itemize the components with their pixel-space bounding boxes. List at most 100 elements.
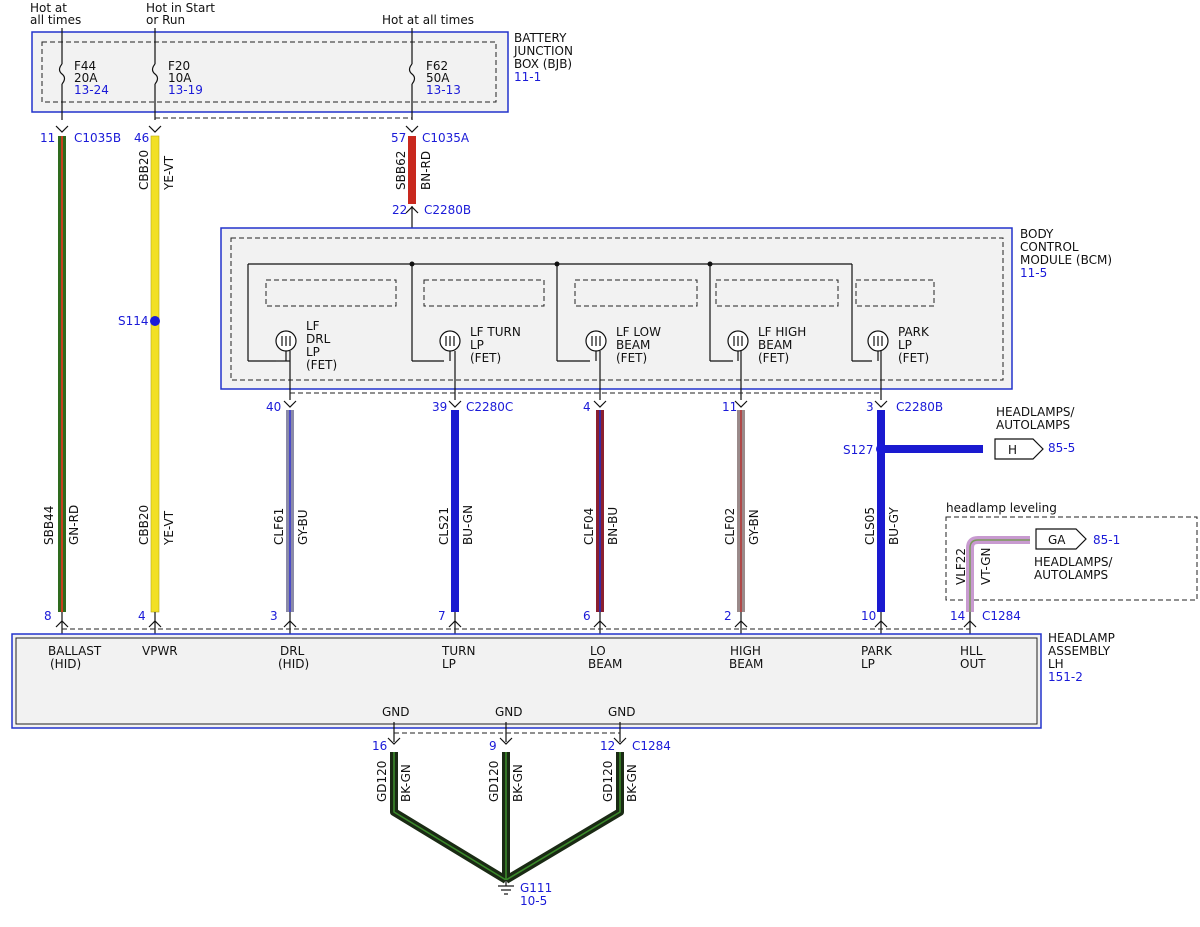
hl-pin-hll-2: OUT	[960, 657, 986, 671]
fuse-f44-name: F44	[74, 59, 96, 73]
wire-clf61-circuit: CLF61	[272, 508, 286, 545]
bjb-title: BATTERY JUNCTION BOX (BJB) 11-1	[513, 31, 573, 84]
fet-park: PARK LP (FET)	[851, 264, 935, 400]
wire-cls21-color: BU-GN	[461, 505, 475, 545]
connector-arrow	[405, 125, 419, 133]
gd120-circuit-1: GD120	[375, 761, 389, 802]
fet-lf-high-l1: LF HIGH	[758, 325, 806, 339]
headlamp-title-2: ASSEMBLY	[1048, 644, 1111, 658]
hl-pin-ballast-1: BALLAST	[48, 644, 102, 658]
autolamps-h-title-2: AUTOLAMPS	[996, 418, 1070, 432]
conn-c2280c: C2280C	[466, 400, 513, 414]
label-hot-all-times-1: Hot at	[30, 1, 67, 15]
fet-lf-drl-l1: LF	[306, 319, 320, 333]
connector-arrow	[499, 737, 513, 745]
bcm-title-2: CONTROL	[1020, 240, 1079, 254]
fuse-f20-amps: 10A	[168, 71, 192, 85]
fet-lf-low-l1: LF LOW	[616, 325, 661, 339]
splice-s114-icon	[150, 316, 160, 326]
wire-cls05	[877, 410, 885, 612]
splice-s127-icon	[876, 444, 886, 454]
wire-sbb44-color: GN-RD	[67, 505, 81, 545]
wire-clf61-color: GY-BU	[296, 509, 310, 545]
connector-arrow	[613, 737, 627, 745]
fet-lf-low-l2: BEAM	[616, 338, 650, 352]
pin-3-top: 3	[866, 400, 874, 414]
wire-clf04-circuit: CLF04	[582, 508, 596, 545]
pin-6: 6	[583, 609, 591, 623]
fet-lf-high: LF HIGH BEAM (FET)	[709, 264, 839, 400]
hl-pin-drl-1: DRL	[280, 644, 305, 658]
hl-pin-turn-1: TURN	[441, 644, 475, 658]
connector-ga-icon	[1035, 528, 1087, 550]
hl-pin-park-2: LP	[861, 657, 875, 671]
bcm-inner	[230, 237, 1004, 381]
connector-arrow	[283, 400, 297, 408]
hl-pin-lo-2: BEAM	[588, 657, 622, 671]
fuse-f62-name: F62	[426, 59, 448, 73]
headlamp-title-1: HEADLAMP	[1048, 631, 1115, 645]
hl-pin-lo-1: LO	[590, 644, 606, 658]
wire-sbb62-color: BN-RD	[419, 151, 433, 190]
conn-c1035b: C1035B	[74, 131, 121, 145]
wire-cbb20-color-top: YE-VT	[162, 155, 176, 191]
fet-lf-drl-l4: (FET)	[306, 358, 337, 372]
bjb-inner	[41, 41, 497, 103]
gnd-pin-9: 9	[489, 739, 497, 753]
hl-pin-park-1: PARK	[861, 644, 893, 658]
conn-c2280b-right: C2280B	[896, 400, 943, 414]
fuse-f20-name: F20	[168, 59, 190, 73]
hl-pin-turn-2: LP	[442, 657, 456, 671]
fet-lf-turn: LF TURN LP (FET)	[411, 264, 545, 400]
wire-gd120	[390, 752, 624, 884]
fet-lf-high-l2: BEAM	[758, 338, 792, 352]
ground-icon	[498, 880, 514, 895]
bjb-box	[31, 31, 509, 113]
headlamp-title-3: LH	[1048, 657, 1064, 671]
wire-vlf22	[966, 536, 1030, 612]
wire-sbb44-circuit: SBB44	[42, 506, 56, 545]
hl-gnd-1: GND	[382, 705, 410, 719]
gnd-pin-12: 12	[600, 739, 615, 753]
fet-lf-drl-l2: DRL	[306, 332, 331, 346]
hl-pin-ballast-2: (HID)	[50, 657, 81, 671]
pin-40-top: 40	[266, 400, 281, 414]
pin-11b-top: 11	[722, 400, 737, 414]
pin-4-top: 4	[583, 400, 591, 414]
fuse-f62-icon	[408, 63, 416, 120]
conn-c2280b-top: C2280B	[424, 203, 471, 217]
fet-park-l1: PARK	[898, 325, 930, 339]
fet-lf-drl-l3: LP	[306, 345, 320, 359]
fuse-f62-ref: 13-13	[426, 83, 461, 97]
fuse-f44-ref: 13-24	[74, 83, 109, 97]
conn-c1284-top: C1284	[982, 609, 1021, 623]
bcm-box	[220, 227, 1013, 390]
wire-cbb20-circuit: CBB20	[137, 505, 151, 545]
gd120-color-1: BK-GN	[399, 764, 413, 802]
pin-46-top: 46	[134, 131, 149, 145]
wire-sbb44	[58, 136, 66, 612]
fet-lf-turn-l1: LF TURN	[470, 325, 521, 339]
wire-cls21-circuit: CLS21	[437, 507, 451, 545]
leveling-label: headlamp leveling	[946, 501, 1057, 515]
hl-pin-vpwr: VPWR	[142, 644, 178, 658]
wire-vlf22-color: VT-GN	[979, 548, 993, 585]
ground-name: G111	[520, 881, 552, 895]
hl-pin-high-2: BEAM	[729, 657, 763, 671]
wire-cls05-color: BU-GY	[887, 507, 901, 545]
wire-clf04-color: BN-BU	[606, 507, 620, 545]
bcm-ref: 11-5	[1020, 266, 1047, 280]
autolamps-h-title-1: HEADLAMPS/	[996, 405, 1075, 419]
splice-s114: S114	[118, 314, 149, 328]
wire-clf04	[596, 410, 604, 612]
wire-vlf22-circuit: VLF22	[954, 548, 968, 585]
wire-sbb62-circuit: SBB62	[394, 151, 408, 190]
ground-ref: 10-5	[520, 894, 547, 908]
wire-cbb20-color: YE-VT	[162, 510, 176, 546]
bjb-title-3: BOX (BJB)	[514, 57, 572, 71]
gd120-color-2: BK-GN	[511, 764, 525, 802]
bcm-title-3: MODULE (BCM)	[1020, 253, 1112, 267]
fuse-f62-amps: 50A	[426, 71, 450, 85]
bjb-title-1: BATTERY	[514, 31, 567, 45]
wire-cls21	[451, 410, 459, 612]
